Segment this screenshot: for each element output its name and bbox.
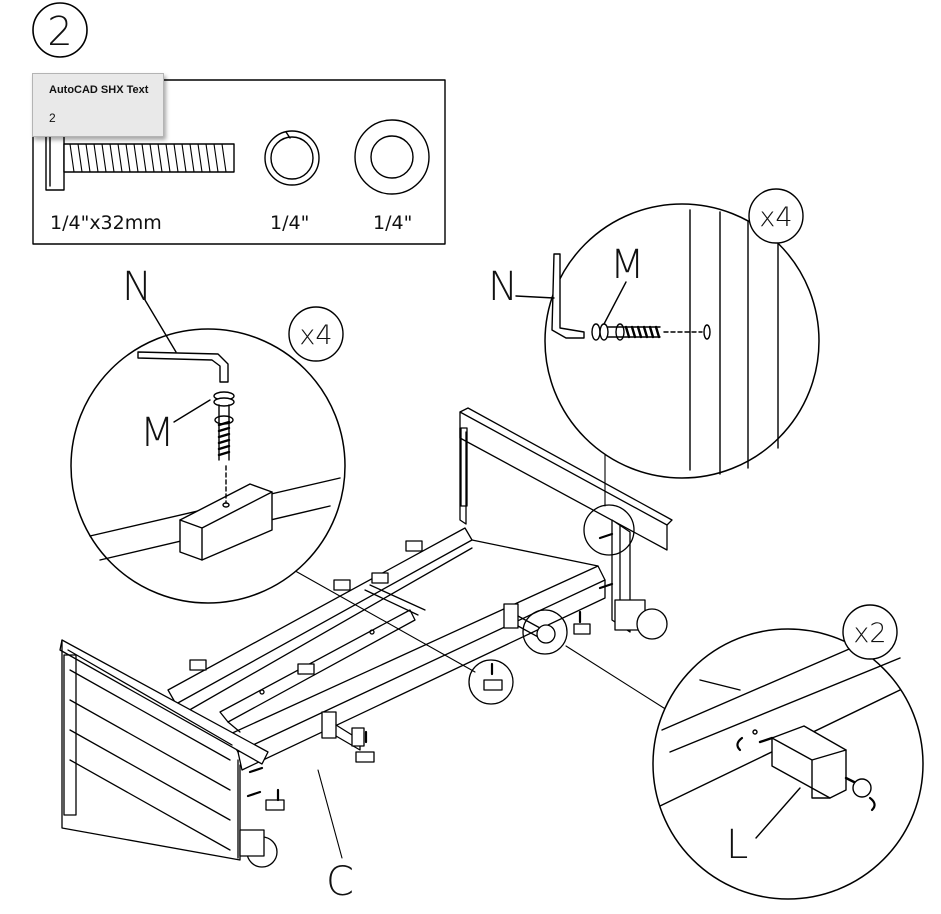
bolt-icon	[45, 131, 235, 191]
frame-part-label: C	[326, 859, 354, 905]
spring-washer-icon	[264, 130, 320, 186]
rotate-arrow-icon	[736, 736, 876, 812]
allen-key-icon-right	[551, 253, 585, 339]
bolt-washer-stack-icon	[213, 391, 235, 461]
bolt-washer-stack-icon-right	[591, 323, 661, 341]
bench-frame	[59, 407, 673, 868]
tooltip-value: 2	[49, 111, 56, 125]
leg-part-label: L	[726, 822, 748, 868]
leg-l-front	[321, 711, 365, 751]
frame-label-group: C	[317, 769, 354, 905]
autocad-tooltip: AutoCAD SHX Text 2	[32, 73, 164, 137]
bolt-size-label: 1/4"x32mm	[50, 212, 162, 234]
right-part-label: M	[610, 242, 645, 288]
tooltip-title: AutoCAD SHX Text	[49, 84, 149, 96]
leg-l-icon	[758, 725, 872, 799]
right-detail: N M x4	[488, 188, 820, 479]
leg-l-back	[503, 603, 556, 644]
left-detail: N M x4	[70, 264, 346, 604]
spring-washer-size-label: 1/4"	[270, 212, 309, 234]
step-number: 2	[47, 9, 72, 55]
leader-lines	[289, 454, 668, 711]
front-rail	[227, 565, 606, 753]
leg-quantity: x2	[853, 618, 886, 649]
right-foot	[636, 608, 668, 640]
center-support	[219, 609, 416, 723]
allen-key-icon	[137, 351, 229, 383]
left-part-label: M	[140, 410, 175, 456]
right-quantity: x4	[759, 202, 792, 233]
left-end-panel	[59, 639, 269, 765]
leg-detail: L x2	[652, 604, 924, 900]
left-tool-label: N	[122, 264, 152, 310]
left-quantity: x4	[299, 320, 332, 351]
right-tool-label: N	[488, 264, 518, 310]
flat-washer-icon	[354, 119, 430, 195]
step-number-badge: 2	[32, 2, 88, 58]
flat-washer-size-label: 1/4"	[373, 212, 412, 234]
hardware-box: 1/4"x32mm 1/4" 1/4"	[32, 79, 446, 245]
